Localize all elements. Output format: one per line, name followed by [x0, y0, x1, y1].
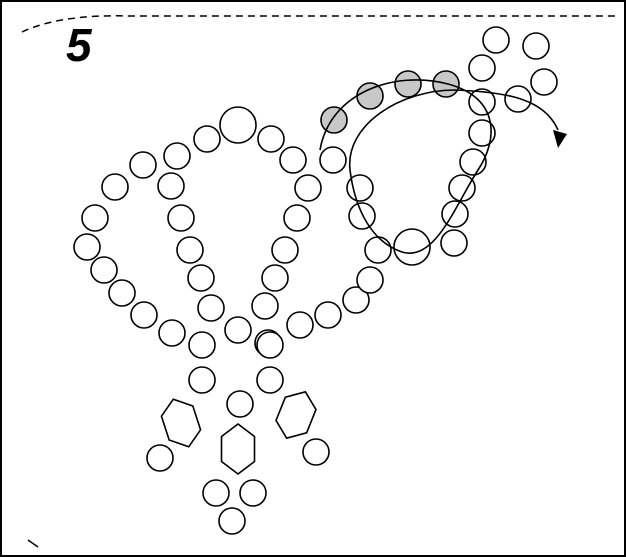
round-bead [159, 320, 185, 346]
hexagonal-bead [222, 424, 255, 474]
large-round-bead [394, 229, 430, 265]
dashed-guide-top [22, 16, 616, 32]
round-bead [284, 205, 310, 231]
round-bead [257, 332, 283, 358]
round-bead [177, 237, 203, 263]
round-bead [102, 174, 128, 200]
round-bead [82, 205, 108, 231]
round-bead [262, 265, 288, 291]
round-bead [280, 147, 306, 173]
round-bead [189, 332, 215, 358]
round-bead [531, 69, 557, 95]
highlighted-bead [321, 107, 347, 133]
round-bead [469, 55, 495, 81]
round-bead [227, 391, 253, 417]
round-bead [198, 295, 224, 321]
round-bead [109, 280, 135, 306]
round-bead [320, 147, 346, 173]
round-bead [91, 257, 117, 283]
round-bead [164, 143, 190, 169]
thread-arrow-icon [553, 130, 567, 148]
round-bead [257, 367, 283, 393]
round-bead [252, 293, 278, 319]
round-bead [158, 173, 184, 199]
round-bead [303, 439, 329, 465]
beads-group [74, 27, 557, 534]
round-bead [442, 201, 468, 227]
round-bead [483, 27, 509, 53]
round-bead [225, 317, 251, 343]
round-bead [131, 302, 157, 328]
highlighted-bead [357, 83, 383, 109]
round-bead [188, 265, 214, 291]
round-bead [365, 237, 391, 263]
hexagonal-bead [158, 394, 205, 452]
round-bead [203, 480, 229, 506]
round-bead [523, 33, 549, 59]
highlighted-bead [395, 71, 421, 97]
round-bead [349, 203, 375, 229]
round-bead [295, 175, 321, 201]
round-bead [315, 302, 341, 328]
hexagonal-bead [271, 386, 320, 445]
round-bead [130, 152, 156, 178]
dashed-guide-bottom-left [28, 540, 38, 547]
round-bead [74, 234, 100, 260]
round-bead [194, 126, 220, 152]
round-bead [441, 230, 467, 256]
round-bead [258, 126, 284, 152]
round-bead [505, 86, 531, 112]
round-bead [147, 445, 173, 471]
round-bead [357, 267, 383, 293]
round-bead [219, 508, 245, 534]
round-bead [189, 367, 215, 393]
large-round-bead [220, 107, 256, 143]
round-bead [240, 480, 266, 506]
round-bead [287, 312, 313, 338]
round-bead [168, 205, 194, 231]
round-bead [272, 237, 298, 263]
